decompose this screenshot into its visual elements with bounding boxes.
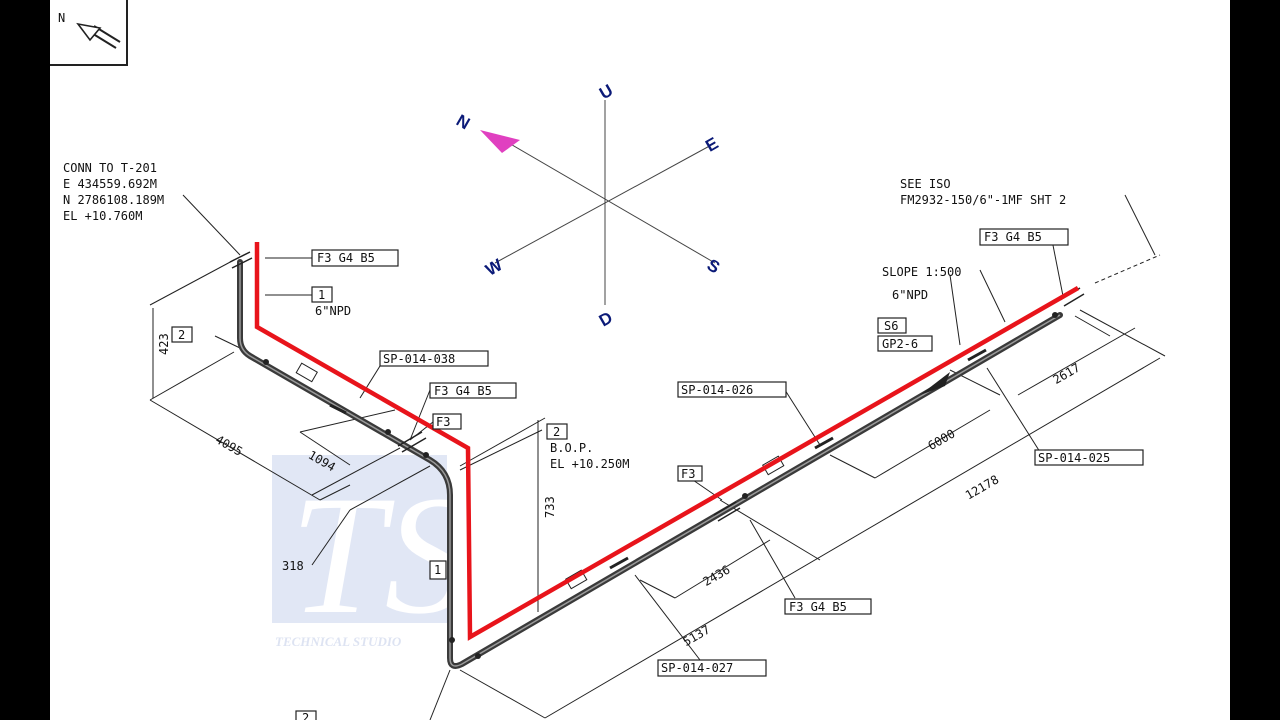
compass-down: D xyxy=(596,308,616,331)
tag-sp027: SP-014-027 xyxy=(661,661,733,675)
tag-f3-low: F3 xyxy=(681,467,695,481)
dim-4095: 4095 xyxy=(213,432,245,459)
notes: CONN TO T-201 E 434559.692M N 2786108.18… xyxy=(63,161,1066,471)
tag-boxes xyxy=(171,228,1144,720)
conn-note-line2: E 434559.692M xyxy=(63,177,157,191)
watermark: TS TECHNICAL STUDIO xyxy=(272,455,470,649)
compass-rose: U D N S E W xyxy=(453,81,723,331)
tag-f3g4b5-top-left: F3 G4 B5 xyxy=(317,251,375,265)
compass-east: E xyxy=(702,134,721,156)
north-pointer-icon xyxy=(480,130,520,153)
tag-1-top: 1 xyxy=(318,288,325,302)
slope-note: SLOPE 1:500 xyxy=(882,265,961,279)
compass-up: U xyxy=(596,81,616,104)
npd-left-note: 6"NPD xyxy=(315,304,351,318)
npd-right-note: 6"NPD xyxy=(892,288,928,302)
tag-f3-mid: F3 xyxy=(436,415,450,429)
bop-note-line1: B.O.P. xyxy=(550,441,593,455)
tag-sp026: SP-014-026 xyxy=(681,383,753,397)
tag-f3g4b5-bottom: F3 G4 B5 xyxy=(789,600,847,614)
dim-423: 423 xyxy=(157,333,171,355)
markup-route-line xyxy=(254,242,1080,641)
conn-note-line1: CONN TO T-201 xyxy=(63,161,157,175)
dim-5137: 5137 xyxy=(681,622,713,649)
isometric-drawing-sheet: TS TECHNICAL STUDIO N U D N S E W xyxy=(50,0,1230,720)
tag-s6: S6 xyxy=(884,319,898,333)
flow-arrow-icon xyxy=(920,372,950,395)
see-iso-line2: FM2932-150/6"-1MF SHT 2 xyxy=(900,193,1066,207)
tag-sp038: SP-014-038 xyxy=(383,352,455,366)
dim-2617: 2617 xyxy=(1051,360,1083,387)
conn-note-line4: EL +10.760M xyxy=(63,209,142,223)
watermark-logo: TS xyxy=(290,461,470,649)
tag-labels: F3 G4 B5 1 2 SP-014-038 F3 G4 B5 F3 2 SP… xyxy=(178,230,1110,720)
tag-2-bop: 2 xyxy=(553,425,560,439)
tag-1-vertical: 1 xyxy=(434,563,441,577)
tag-gp26: GP2-6 xyxy=(882,337,918,351)
dim-12178: 12178 xyxy=(963,472,1001,502)
tag-2-left: 2 xyxy=(178,328,185,342)
dim-733: 733 xyxy=(543,496,557,518)
watermark-text: TECHNICAL STUDIO xyxy=(275,634,402,649)
tag-2-bottom: 2 xyxy=(302,711,309,720)
pipe-route xyxy=(229,251,1085,669)
dimension-lines xyxy=(149,194,1166,720)
conn-note-line3: N 2786108.189M xyxy=(63,193,164,207)
dim-2436: 2436 xyxy=(701,562,733,589)
compass-north: N xyxy=(453,111,473,134)
tag-f3g4b5-right: F3 G4 B5 xyxy=(984,230,1042,244)
dim-318: 318 xyxy=(282,559,304,573)
see-iso-line1: SEE ISO xyxy=(900,177,951,191)
north-arrow-icon xyxy=(76,22,121,49)
north-indicator-box: N xyxy=(50,0,128,66)
dim-6000: 6000 xyxy=(926,426,958,453)
bop-note-line2: EL +10.250M xyxy=(550,457,629,471)
tag-f3g4b5-mid: F3 G4 B5 xyxy=(434,384,492,398)
tag-sp025: SP-014-025 xyxy=(1038,451,1110,465)
north-letter: N xyxy=(58,11,65,25)
